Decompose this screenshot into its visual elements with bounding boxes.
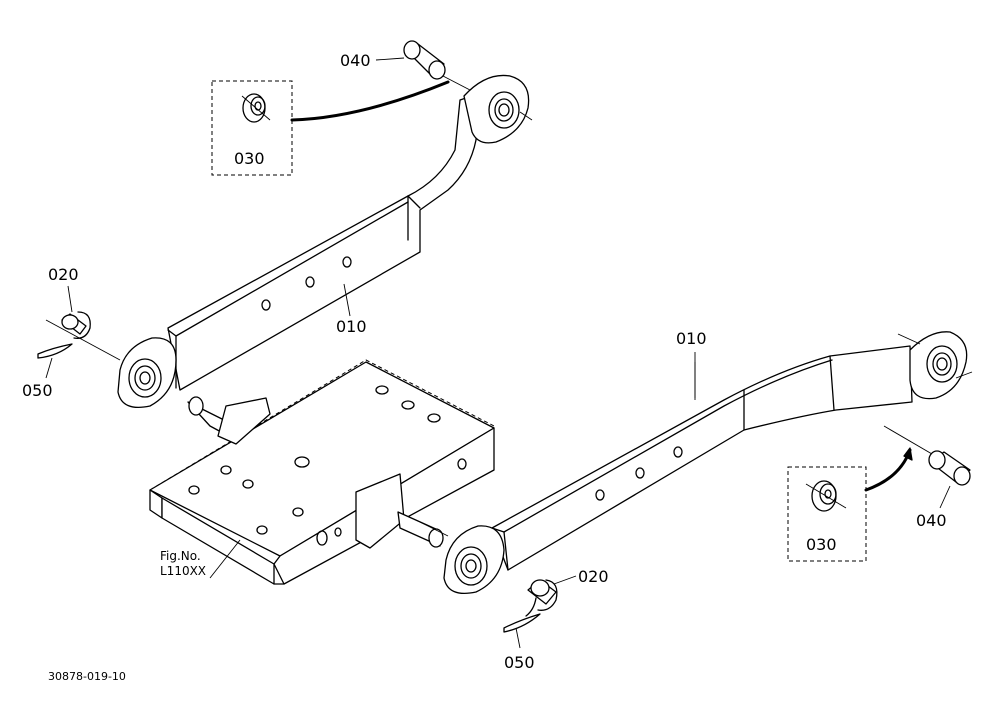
callout-040-right: 040 xyxy=(916,511,947,530)
lower-link-right xyxy=(443,331,973,595)
lower-link-left xyxy=(117,74,533,409)
callout-020-right: 020 xyxy=(578,567,609,586)
bushing-left xyxy=(403,40,471,91)
callout-labels: 040 030 020 050 010 010 040 030 020 050 … xyxy=(22,51,951,683)
drawing-number: 30878-019-10 xyxy=(48,670,126,683)
callout-050-left: 050 xyxy=(22,381,53,400)
callout-030-left: 030 xyxy=(234,149,265,168)
callout-030-right: 030 xyxy=(806,535,837,554)
fig-ref: Fig.No. L110XX xyxy=(160,539,241,579)
callout-050-right: 050 xyxy=(504,653,535,672)
callout-010-right: 010 xyxy=(676,329,707,348)
callout-010-top: 010 xyxy=(336,317,367,336)
washer-box-right xyxy=(787,447,913,562)
hitch-bracket xyxy=(149,359,495,585)
fig-code-label: L110XX xyxy=(160,564,206,578)
washer-box-left xyxy=(211,80,450,176)
callout-040-left: 040 xyxy=(340,51,371,70)
callout-020-left: 020 xyxy=(48,265,79,284)
linch-pin-right xyxy=(503,579,558,633)
fig-no-label: Fig.No. xyxy=(160,549,201,563)
bushing-right xyxy=(883,425,971,486)
linch-pin-left xyxy=(37,311,121,361)
